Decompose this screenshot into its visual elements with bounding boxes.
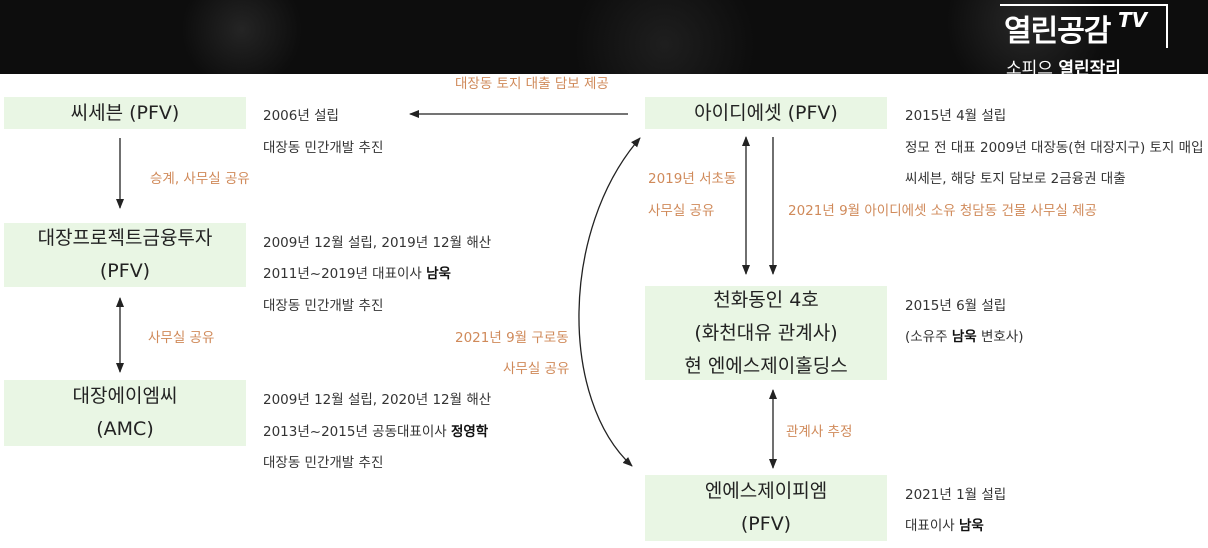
- info-idiaset-land: 정모 전 대표 2009년 대장동(현 대장지구) 토지 매입: [905, 140, 1204, 156]
- info-daejang-amc-ceo: 2013년~2015년 공동대표이사 정영학: [263, 420, 488, 440]
- info-nsj-pm-ceo-pre: 대표이사: [905, 518, 959, 534]
- node-ssesebun: 씨세븐 (PFV): [4, 97, 246, 129]
- node-daejang-amc-type: (AMC): [96, 418, 154, 440]
- label-seocho-office: 사무실 공유: [648, 203, 715, 219]
- logo-subtitle: 소피으 열린작리: [1006, 54, 1121, 79]
- info-daejang-pf-purpose: 대장동 민간개발 추진: [263, 298, 384, 314]
- label-succession: 승계, 사무실 공유: [150, 171, 250, 187]
- channel-logo: 열린공감 TV 소피으 열린작리: [1000, 4, 1170, 79]
- info-cheonhwa-owner-pre: (소유주: [905, 329, 952, 345]
- info-cheonhwa-owner-name: 남욱: [951, 329, 977, 345]
- node-daejang-pf: 대장프로젝트금융투자 (PFV): [4, 223, 246, 287]
- info-daejang-pf-ceo-name: 남욱: [426, 266, 451, 282]
- node-nsj-pm-type: (PFV): [740, 513, 792, 535]
- top-banner: 열린공감 TV 소피으 열린작리: [0, 0, 1208, 79]
- info-daejang-amc-ceo-pre: 2013년~2015년 공동대표이사: [263, 424, 451, 440]
- node-cheonhwa: 천화동인 4호 (화천대유 관계사) 현 엔에스제이홀딩스: [645, 286, 887, 380]
- logo-sub-bold: 열린작리: [1058, 59, 1121, 79]
- node-daejang-amc: 대장에이엠씨 (AMC): [4, 380, 246, 446]
- node-daejang-amc-label: 대장에이엠씨: [72, 385, 178, 407]
- label-land-collateral: 대장동 토지 대출 담보 제공: [455, 76, 609, 92]
- info-cheonhwa-founded: 2015년 6월 설립: [905, 298, 1007, 314]
- label-guro-office: 사무실 공유: [503, 361, 570, 377]
- info-daejang-amc-ceo-name: 정영학: [450, 424, 489, 440]
- info-nsj-pm-ceo: 대표이사 남욱: [905, 514, 984, 534]
- node-cheonhwa-current: 현 엔에스제이홀딩스: [684, 354, 848, 377]
- node-nsj-pm-label: 엔에스제이피엠: [704, 480, 828, 502]
- label-guro-date: 2021년 9월 구로동: [455, 330, 569, 346]
- info-daejang-pf-ceo: 2011년~2019년 대표이사 남욱: [263, 262, 451, 282]
- info-daejang-amc-purpose: 대장동 민간개발 추진: [263, 455, 384, 471]
- label-office-share-left: 사무실 공유: [148, 330, 215, 346]
- node-nsj-pm: 엔에스제이피엠 (PFV): [645, 475, 887, 541]
- info-daejang-amc-dates: 2009년 12월 설립, 2020년 12월 해산: [263, 392, 492, 408]
- arrow-idiaset-nsj-pm-curve: [578, 137, 641, 467]
- logo-frame: [1000, 4, 1168, 48]
- label-seocho-date: 2019년 서초동: [648, 171, 737, 187]
- node-cheonhwa-label: 천화동인 4호: [713, 288, 819, 311]
- node-idiaset-label: 아이디에셋 (PFV): [694, 101, 838, 124]
- logo-text: 열린공감: [1004, 14, 1111, 49]
- logo-tv-text: TV: [1118, 8, 1148, 32]
- label-related-company: 관계사 추정: [786, 424, 853, 440]
- label-cheongdam-office: 2021년 9월 아이디에셋 소유 청담동 건물 사무실 제공: [788, 203, 1097, 219]
- info-idiaset-loan: 씨세븐, 해당 토지 담보로 2금융권 대출: [905, 171, 1126, 187]
- info-ssesebun-founded: 2006년 설립: [263, 108, 339, 124]
- info-daejang-pf-dates: 2009년 12월 설립, 2019년 12월 해산: [263, 235, 492, 251]
- info-ssesebun-purpose: 대장동 민간개발 추진: [263, 140, 384, 156]
- info-daejang-pf-ceo-pre: 2011년~2019년 대표이사: [263, 266, 427, 282]
- node-daejang-pf-label: 대장프로젝트금융투자: [37, 227, 213, 249]
- info-nsj-pm-ceo-name: 남욱: [958, 518, 984, 534]
- info-nsj-pm-founded: 2021년 1월 설립: [905, 487, 1007, 503]
- node-cheonhwa-relation: (화천대유 관계사): [694, 321, 838, 344]
- info-cheonhwa-owner-post: 변호사): [976, 329, 1024, 345]
- node-daejang-pf-type: (PFV): [99, 260, 151, 282]
- info-idiaset-founded: 2015년 4월 설립: [905, 108, 1007, 124]
- logo-sub-prefix: 소피으: [1006, 59, 1053, 79]
- info-cheonhwa-owner: (소유주 남욱 변호사): [905, 325, 1024, 345]
- node-idiaset: 아이디에셋 (PFV): [645, 97, 887, 129]
- node-ssesebun-label: 씨세븐 (PFV): [70, 101, 180, 124]
